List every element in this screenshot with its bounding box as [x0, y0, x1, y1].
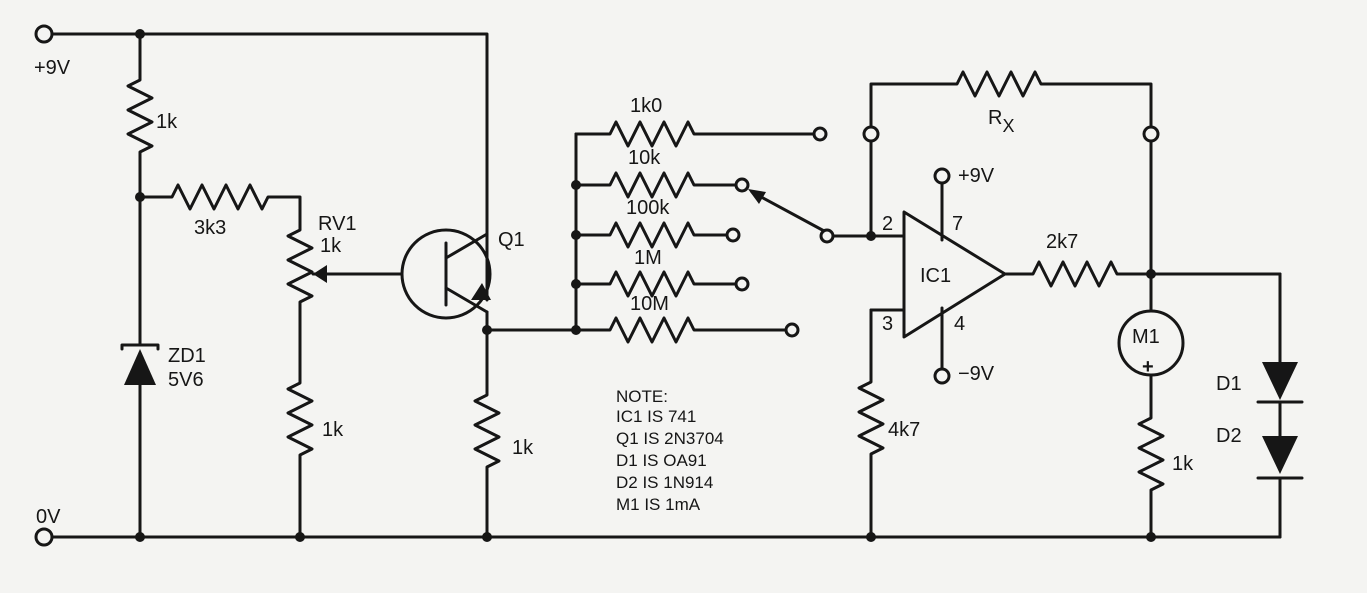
label-zd1-value: 5V6: [168, 369, 204, 391]
label-d2: D2: [1216, 425, 1242, 447]
label-r-emitter: 1k: [512, 437, 534, 459]
label-range-10M: 10M: [630, 293, 669, 315]
notes-line-2: Q1 IS 2N3704: [616, 429, 724, 448]
notes-block: NOTE: IC1 IS 741 Q1 IS 2N3704 D1 IS OA91…: [616, 387, 724, 514]
feedback-rx-network: [869, 70, 1153, 128]
label-m1-plus: +: [1142, 356, 1154, 378]
meter-m1: [1117, 309, 1185, 539]
notes-title: NOTE:: [616, 387, 668, 406]
label-ic1: IC1: [920, 265, 951, 287]
open-terminals: [34, 24, 1160, 547]
diodes-d1-d2: [1256, 272, 1304, 539]
notes-line-4: D2 IS 1N914: [616, 473, 713, 492]
label-rx-main: R: [988, 107, 1002, 129]
label-range-1M: 1M: [634, 247, 662, 269]
label-rv1-name: RV1: [318, 213, 357, 235]
label-ground-rail: 0V: [36, 506, 61, 528]
label-zd1-name: ZD1: [168, 345, 206, 367]
resistor-1k-emitter: [473, 310, 501, 539]
potentiometer-rv1: [286, 223, 404, 357]
label-r-4k7: 4k7: [888, 419, 920, 441]
op-amp-ic1: [831, 140, 1007, 539]
label-m1: M1: [1132, 326, 1160, 348]
label-r-2k7: 2k7: [1046, 231, 1078, 253]
label-pin4: 4: [954, 313, 965, 335]
transistor-q1: [400, 228, 492, 320]
notes-line-1: IC1 IS 741: [616, 407, 696, 426]
label-r-top-left: 1k: [156, 111, 178, 133]
label-rx: RX: [988, 107, 1014, 136]
resistor-1k-top-left: [126, 32, 154, 199]
label-pin3: 3: [882, 313, 893, 335]
label-range-1k0: 1k0: [630, 95, 662, 117]
positive-rail: [50, 32, 489, 302]
label-d1: D1: [1216, 373, 1242, 395]
label-supply-pos: +9V: [958, 165, 995, 187]
label-rv1-value: 1k: [320, 235, 342, 257]
range-switch: [748, 189, 828, 234]
resistor-2k7: [1003, 140, 1282, 313]
notes-line-3: D1 IS OA91: [616, 451, 707, 470]
label-positive-rail: +9V: [34, 57, 71, 79]
label-rx-sub: X: [1002, 116, 1014, 136]
label-range-10k: 10k: [628, 147, 661, 169]
label-pin2: 2: [882, 213, 893, 235]
resistor-3k3: [138, 183, 302, 227]
label-r-3k3: 3k3: [194, 217, 226, 239]
notes-line-5: M1 IS 1mA: [616, 495, 701, 514]
range-resistor-bank: [485, 120, 815, 344]
label-supply-neg: −9V: [958, 363, 995, 385]
label-r-bottom-rv1: 1k: [322, 419, 344, 441]
label-pin7: 7: [952, 213, 963, 235]
component-labels: +9V 0V 1k 3k3 RV1 1k 1k ZD1 5V6 Q1 1k 1k…: [34, 57, 1242, 528]
resistor-1k-lower: [286, 353, 314, 539]
label-range-100k: 100k: [626, 197, 670, 219]
label-q1: Q1: [498, 229, 525, 251]
label-r-meter: 1k: [1172, 453, 1194, 475]
junction-dots: [135, 29, 1156, 542]
zener-diode-zd1: [120, 195, 160, 539]
